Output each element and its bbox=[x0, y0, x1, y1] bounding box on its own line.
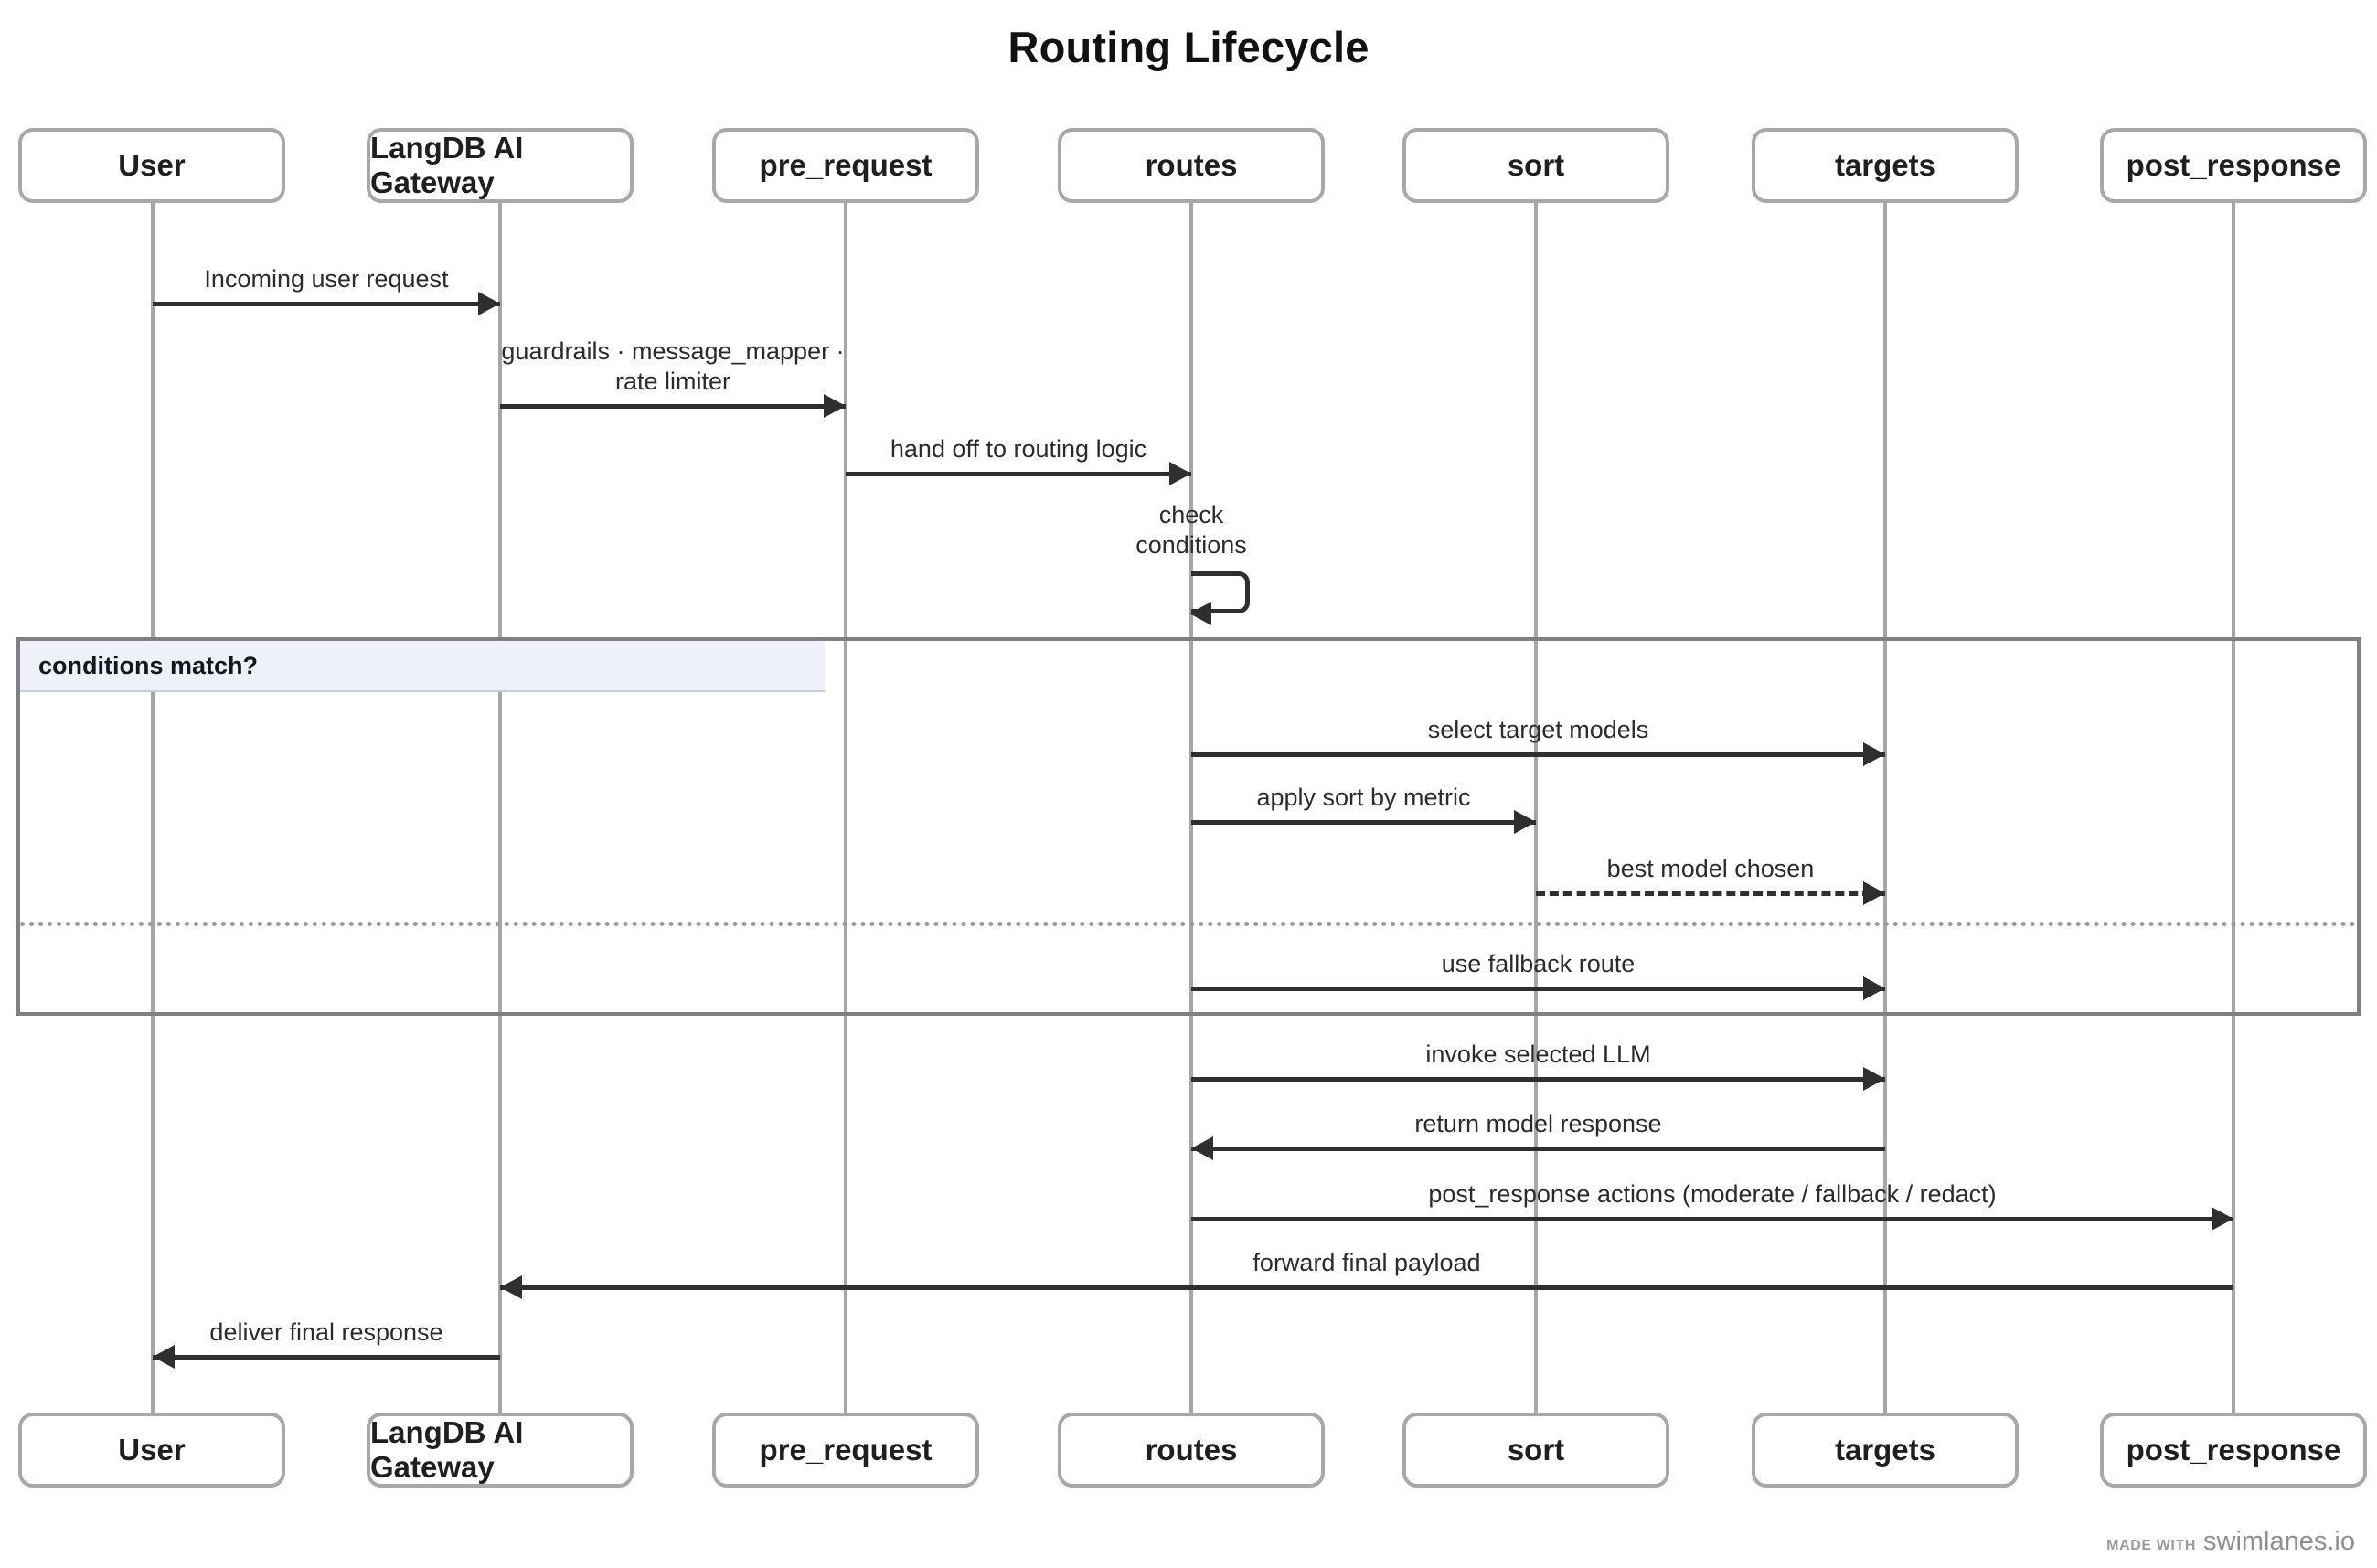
message-label-m10: return model response bbox=[1414, 1110, 1662, 1137]
alt-fragment-header: conditions match? bbox=[20, 641, 825, 692]
participant-box-gateway-bottom[interactable]: LangDB AI Gateway bbox=[367, 1413, 634, 1488]
message-line-m2 bbox=[500, 404, 846, 409]
participant-label-routes: routes bbox=[1145, 1433, 1238, 1467]
arrowhead-m6 bbox=[1514, 810, 1536, 834]
message-line-m13 bbox=[153, 1355, 500, 1360]
participant-box-targets-top[interactable]: targets bbox=[1752, 128, 2019, 203]
watermark-prefix: MADE WITH bbox=[2106, 1538, 2196, 1553]
lifeline-post_response bbox=[2232, 203, 2235, 1413]
lifeline-routes bbox=[1189, 203, 1193, 1413]
message-label-m9: invoke selected LLM bbox=[1425, 1040, 1651, 1068]
arrowhead-m12 bbox=[500, 1275, 522, 1299]
message-label-m8: use fallback route bbox=[1441, 950, 1636, 977]
participant-label-sort: sort bbox=[1507, 148, 1565, 182]
participant-box-post_response-bottom[interactable]: post_response bbox=[2100, 1413, 2367, 1488]
participant-label-user: User bbox=[118, 148, 186, 182]
message-label-m2: guardrails · message_mapper · rate limit… bbox=[501, 337, 845, 395]
message-label-m4: check conditions bbox=[1135, 501, 1247, 559]
participant-label-targets: targets bbox=[1834, 148, 1936, 182]
message-line-m11 bbox=[1191, 1217, 2233, 1221]
participant-box-post_response-top[interactable]: post_response bbox=[2100, 128, 2367, 203]
alt-fragment-label: conditions match? bbox=[38, 651, 259, 679]
message-line-m10 bbox=[1191, 1147, 1885, 1151]
participant-box-routes-bottom[interactable]: routes bbox=[1058, 1413, 1325, 1488]
participant-label-pre_request: pre_request bbox=[759, 1433, 933, 1467]
arrowhead-m7 bbox=[1863, 881, 1885, 905]
message-line-m1 bbox=[153, 302, 500, 306]
message-line-m3 bbox=[846, 472, 1191, 476]
participant-box-routes-top[interactable]: routes bbox=[1058, 128, 1325, 203]
participant-box-pre_request-top[interactable]: pre_request bbox=[712, 128, 979, 203]
participant-box-pre_request-bottom[interactable]: pre_request bbox=[712, 1413, 979, 1488]
participant-label-sort: sort bbox=[1507, 1433, 1565, 1467]
message-line-m6 bbox=[1191, 820, 1536, 825]
arrowhead-m10 bbox=[1191, 1136, 1213, 1160]
participant-box-user-top[interactable]: User bbox=[18, 128, 285, 203]
participant-label-pre_request: pre_request bbox=[759, 148, 933, 182]
lifeline-pre_request bbox=[844, 203, 847, 1413]
participant-box-sort-bottom[interactable]: sort bbox=[1402, 1413, 1669, 1488]
message-label-m12: forward final payload bbox=[1252, 1249, 1481, 1276]
arrowhead-m11 bbox=[2212, 1207, 2233, 1231]
participant-box-gateway-top[interactable]: LangDB AI Gateway bbox=[367, 128, 634, 203]
lifeline-targets bbox=[1883, 203, 1887, 1413]
message-label-m7: best model chosen bbox=[1606, 855, 1815, 882]
message-label-m6: apply sort by metric bbox=[1256, 784, 1471, 811]
page-title: Routing Lifecycle bbox=[1007, 23, 1370, 71]
arrowhead-m13 bbox=[153, 1345, 175, 1369]
lifeline-sort bbox=[1534, 203, 1538, 1413]
arrowhead-m5 bbox=[1863, 742, 1885, 766]
message-line-m8 bbox=[1191, 987, 1885, 991]
participant-box-user-bottom[interactable]: User bbox=[18, 1413, 285, 1488]
message-line-m9 bbox=[1191, 1077, 1885, 1082]
arrowhead-m3 bbox=[1169, 462, 1191, 485]
participant-label-user: User bbox=[118, 1433, 186, 1467]
lifeline-gateway bbox=[498, 203, 502, 1413]
message-line-m5 bbox=[1191, 752, 1885, 757]
self-message-loop-m4 bbox=[1191, 571, 1250, 613]
participant-box-sort-top[interactable]: sort bbox=[1402, 128, 1669, 203]
participant-label-targets: targets bbox=[1834, 1433, 1936, 1467]
arrowhead-m1 bbox=[478, 292, 500, 315]
message-label-m13: deliver final response bbox=[209, 1318, 443, 1346]
participant-label-gateway: LangDB AI Gateway bbox=[370, 131, 524, 199]
message-label-m3: hand off to routing logic bbox=[890, 435, 1147, 463]
participant-box-targets-bottom[interactable]: targets bbox=[1752, 1413, 2019, 1488]
lifeline-user bbox=[151, 203, 155, 1413]
message-line-m12 bbox=[500, 1285, 2233, 1290]
message-line-m7 bbox=[1536, 891, 1885, 896]
arrowhead-m4 bbox=[1189, 602, 1211, 625]
participant-label-routes: routes bbox=[1145, 148, 1238, 182]
arrowhead-m8 bbox=[1863, 976, 1885, 1000]
watermark: MADE WITH swimlanes.io bbox=[2106, 1527, 2355, 1557]
participant-label-gateway: LangDB AI Gateway bbox=[370, 1415, 524, 1484]
watermark-brand: swimlanes.io bbox=[2203, 1527, 2355, 1556]
message-label-m1: Incoming user request bbox=[204, 265, 449, 293]
arrowhead-m2 bbox=[824, 394, 846, 418]
message-label-m5: select target models bbox=[1427, 716, 1649, 743]
alt-fragment-divider bbox=[20, 922, 2357, 926]
message-label-m11: post_response actions (moderate / fallba… bbox=[1428, 1180, 1997, 1208]
participant-label-post_response: post_response bbox=[2126, 1433, 2341, 1467]
alt-fragment-box bbox=[16, 637, 2361, 1016]
participant-label-post_response: post_response bbox=[2126, 148, 2341, 182]
arrowhead-m9 bbox=[1863, 1067, 1885, 1091]
